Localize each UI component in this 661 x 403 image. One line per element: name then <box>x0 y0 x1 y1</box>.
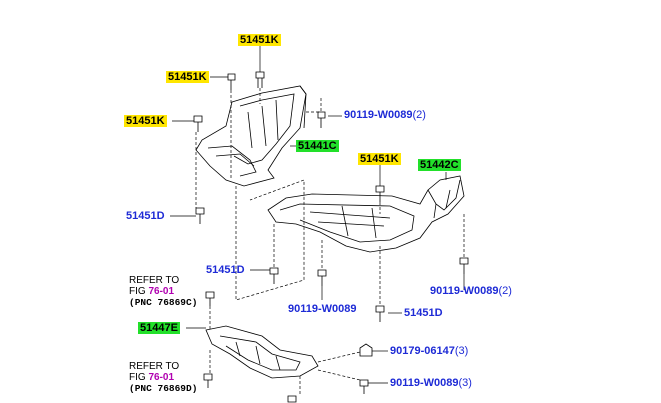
bolt-fasteners <box>193 71 469 403</box>
part-label-90119-W0089-lower[interactable]: 90119-W0089(3) <box>390 377 472 389</box>
part-label-90119-W0089-center[interactable]: 90119-W0089 <box>288 303 357 315</box>
refer-note-lower-fig[interactable]: FIG 76-01 <box>129 372 175 383</box>
refer-note-lower-pnc: (PNC 76869D) <box>129 383 198 394</box>
part-label-90119-W0089-upper[interactable]: 90119-W0089(2) <box>344 109 426 121</box>
part-label-51451K-right[interactable]: 51451K <box>358 153 401 165</box>
refer-note-upper[interactable]: REFER TO FIG 76-01 (PNC 76869C) <box>129 275 197 308</box>
refer-note-upper-fig[interactable]: FIG 76-01 <box>129 286 175 297</box>
refer-note-upper-line1: REFER TO <box>129 275 180 286</box>
refer-note-lower-line1: REFER TO <box>129 361 180 372</box>
part-label-51442C[interactable]: 51442C <box>418 159 461 171</box>
part-label-90179-06147[interactable]: 90179-06147(3) <box>390 345 469 357</box>
engine-under-cover-front[interactable] <box>195 85 307 187</box>
part-label-90119-W0089-right[interactable]: 90119-W0089(2) <box>430 285 512 297</box>
part-label-51451D-center[interactable]: 51451D <box>206 264 245 276</box>
part-label-51451D-left[interactable]: 51451D <box>126 210 165 222</box>
leader-lines <box>170 44 465 384</box>
part-label-51451K-left[interactable]: 51451K <box>124 115 167 127</box>
refer-note-upper-pnc: (PNC 76869C) <box>129 297 198 308</box>
part-label-51441C[interactable]: 51441C <box>296 140 339 152</box>
part-label-51451K-top[interactable]: 51451K <box>238 34 281 46</box>
engine-under-cover-rear[interactable] <box>267 175 465 253</box>
refer-note-lower[interactable]: REFER TO FIG 76-01 (PNC 76869D) <box>129 361 197 394</box>
engine-under-cover-lower[interactable] <box>205 325 319 379</box>
part-label-51451D-right[interactable]: 51451D <box>404 307 443 319</box>
part-label-51451K-left-upper[interactable]: 51451K <box>166 71 209 83</box>
part-label-51447E[interactable]: 51447E <box>138 322 180 334</box>
alignment-lines <box>195 88 465 396</box>
